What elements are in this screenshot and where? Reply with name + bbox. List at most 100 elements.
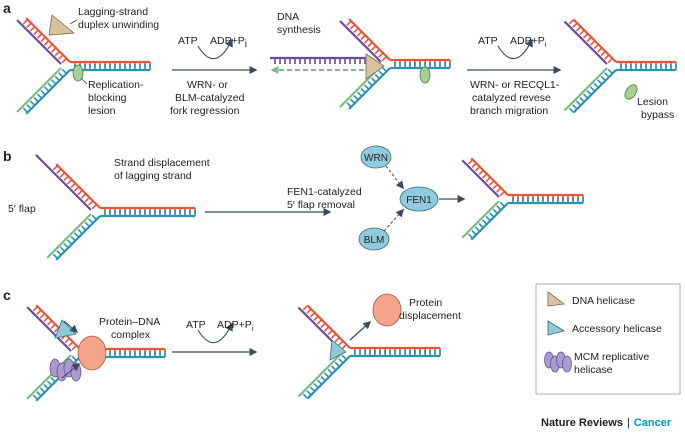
forkB1-lower-parental-backbone [55,215,101,261]
forkA3-lower-parental-rung [607,68,614,75]
forkB2-upper-parental-rung [471,162,477,168]
forkC2-upper-parental-rung [341,343,348,350]
arrow-a1-caption-3: fork regression [170,105,240,117]
panel-letter-c: c [3,287,11,303]
forkA3-lower-parental-rung [600,75,606,82]
forkB1-upper-parental-rung [66,179,73,185]
forkC1-lower-parental-rung [39,387,46,393]
forkA1-upper-parental-rung [26,22,32,28]
forkC1-upper-parental-rung [53,327,60,333]
forkB1-upper-parental-rung [81,193,87,199]
forkA1-upper-parental-rung [43,40,50,46]
arrow-a2-caption-2: catalyzed revese [472,92,551,104]
forkA1-lower-parental-rung [26,104,32,110]
forkA3-upper-parental-rung [568,19,575,25]
forkA1-lower-parental-rung [33,97,39,103]
panel-letter-a: a [3,0,11,16]
forkA1-upper-parental-rung [36,33,43,39]
forkB1-lower-parental-rung [77,228,83,235]
forkA1-lower-parental-rung [51,79,57,85]
forkB1-upper-parental-rung [88,200,94,206]
push-arrow-c1-top [63,320,79,333]
forkA1-lower-parental-rung [29,100,36,106]
forkB2-lower-parental-rung [467,233,474,239]
arrow-a2-caption-3: branch migration [470,105,548,117]
label-synthesis-1: DNA [277,11,299,23]
forkB2-upper-parental-rung [481,173,488,179]
forkB1-lower-parental-rung [84,221,90,228]
forkC1-upper-parental-rung [64,337,70,344]
forkA2-lower-parental-rung [360,87,366,94]
forkC1-upper-parental-rung [71,344,78,351]
forkC1-upper-parental-rung [32,306,39,312]
arrow-a1-caption-1: WRN- or [187,79,228,91]
forkB1-lower-parental-rung [59,246,66,252]
label-protein-displacement-1: Protein [409,297,442,309]
label-complex-2: complex [111,329,151,341]
forkA3-upper-parental-rung [604,54,610,60]
forkC1-lower-parental-rung [50,376,56,383]
forkB1-lower-parental-rung [91,214,98,221]
fork-a1 [16,17,151,115]
forkB2-lower-parental-rung [489,212,495,218]
forkC2-lower-parental-rung [306,390,312,396]
forkA3-upper-parental-rung [586,36,592,43]
node-blm [358,227,390,251]
forkA1-lower-parental-rung [36,93,43,99]
forkA2-lower-parental-backbone [348,67,391,110]
forkA3-lower-parental-rung [593,82,599,89]
credit-line: Nature Reviews|Cancer [541,417,672,429]
forkA3-upper-parental-rung [579,29,585,35]
forkA2-lower-parental-rung [371,77,377,83]
protein-dna-complex [77,335,107,371]
forkB1-lower-parental-rung [73,232,80,238]
forkA1-lower-parental-rung [58,72,64,78]
forkA2-upper-parental-rung [349,24,356,30]
forkA2-upper-parental-rung [356,31,363,37]
forkA2-lower-parental-rung [356,91,363,97]
legend-label-accessory-helicase: Accessory helicase [572,323,662,335]
forkB1-lower-parental-rung [56,250,62,256]
legend-label-dna-helicase: DNA helicase [572,295,635,307]
forkA1-lower-parental-rung [43,86,50,92]
forkC2-lower-parental-rung [331,365,337,371]
forkA2-lower-parental-rung [367,80,373,87]
forkB1-upper-parental-rung [52,165,59,171]
label-displacement-2: of lagging strand [114,170,192,182]
forkB1-lower-daughter-backbone [46,213,92,259]
label-5-flap: 5′ flap [8,203,36,215]
forkC1-upper-parental-rung [68,341,74,347]
forkA1-lower-parental-rung [22,107,29,113]
forkB1-lower-parental-rung [88,218,94,224]
adp-label-c1: ADP+Pi [217,319,254,333]
forkA1-lower-parental-rung [54,75,60,82]
forkC1-upper-parental-rung [46,320,53,326]
forkA1-upper-parental-rung [47,43,53,50]
forkA1-lower-parental-backbone [25,69,71,115]
leader-unwinding [69,19,78,25]
forkA3-upper-parental-rung [582,33,589,39]
label-lagging-unwinding-1: Lagging-strand [78,6,148,18]
atp-curve-a2 [497,38,533,60]
forkA1-upper-parental-rung [22,19,29,25]
forkB1-upper-parental-rung [91,203,98,210]
forkC2-upper-parental-rung [309,312,316,318]
accessory-helicase-triangle-icon [547,320,566,336]
forkC2-upper-parental-rung [334,336,340,343]
node-wrn-label: WRN [364,153,388,164]
fork-c2 [297,304,441,400]
forkA2-upper-parental-backbone [348,18,391,61]
atp-curve-c1 [197,322,233,344]
fork-b2 [461,157,584,241]
forkC2-lower-parental-rung [302,393,309,399]
node-blm-label: BLM [364,235,385,246]
node-wrn [360,145,392,169]
forkB2-lower-parental-rung [496,205,502,211]
forkA3-lower-parental-rung [582,93,589,99]
fork-a3 [563,18,677,114]
forkC2-upper-parental-rung [320,322,326,329]
forkA3-lower-parental-rung [604,72,610,78]
panel-letter-b: b [3,148,12,164]
forkB1-lower-parental-rung [52,253,59,259]
forkA1-upper-parental-rung [33,29,39,35]
